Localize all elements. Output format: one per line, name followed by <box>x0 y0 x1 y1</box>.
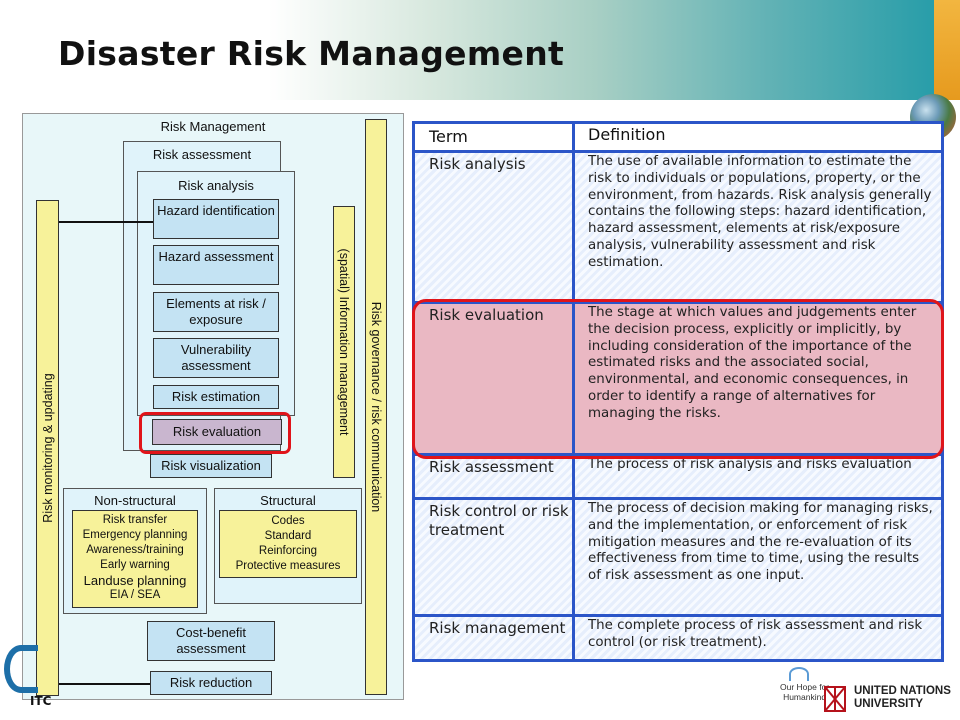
structural-items: Codes Standard Reinforcing Protective me… <box>219 510 357 578</box>
risk-analysis-label: Risk analysis <box>178 178 254 193</box>
non-structural-item: Landuse planning <box>83 573 187 588</box>
definitions-table: Term Definition Risk analysis The use of… <box>412 121 944 662</box>
information-bar: (spatial) Information management <box>333 206 355 478</box>
row-definition: The stage at which values and judgements… <box>588 305 917 421</box>
row-definition: The complete process of risk assessment … <box>588 618 923 650</box>
table-row: Risk evaluation The stage at which value… <box>415 304 941 456</box>
table-row: Risk management The complete process of … <box>415 617 941 659</box>
row-term: Risk evaluation <box>415 304 575 453</box>
header-band <box>0 0 960 100</box>
non-structural-item: Awareness/training <box>86 544 184 556</box>
cost-benefit-box: Cost-benefit assessment <box>147 621 275 661</box>
risk-reduction-box: Risk reduction <box>150 671 272 695</box>
itc-logo-icon <box>4 645 38 693</box>
row-definition: The process of risk analysis and risks e… <box>588 457 912 472</box>
structural-item: Protective measures <box>235 560 341 572</box>
hope-line: Humankind <box>783 692 827 702</box>
structural-item: Codes <box>271 515 305 527</box>
table-header-row: Term Definition <box>415 124 941 153</box>
governance-bar: Risk governance / risk communication <box>365 119 387 695</box>
slide-title: Disaster Risk Management <box>58 34 565 73</box>
risk-management-label: Risk Management <box>160 119 266 134</box>
orange-accent-bar <box>934 0 960 100</box>
risk-visualization-box: Risk visualization <box>150 454 272 478</box>
unu-line: UNIVERSITY <box>854 698 924 710</box>
information-bar-label: (spatial) Information management <box>337 248 351 436</box>
hope-text: Our Hope for Humankind <box>780 682 829 702</box>
risk-evaluation-highlight <box>139 412 291 454</box>
row-definition: The process of decision making for manag… <box>588 501 933 584</box>
non-structural-item: Early warning <box>100 559 170 571</box>
risk-assessment-label: Risk assessment <box>152 147 252 162</box>
header-definition: Definition <box>588 125 666 144</box>
non-structural-item: Emergency planning <box>82 529 188 541</box>
hazard-identification-box: Hazard identification <box>153 199 279 239</box>
unu-logo-icon <box>824 686 846 712</box>
elements-at-risk-box: Elements at risk / exposure <box>153 292 279 332</box>
non-structural-label: Non-structural <box>94 493 176 508</box>
table-row: Risk analysis The use of available infor… <box>415 153 941 304</box>
monitoring-bar: Risk monitoring & updating <box>36 200 59 696</box>
row-term: Risk analysis <box>415 153 575 301</box>
connector-line <box>59 221 153 223</box>
table-row: Risk control or risk treatment The proce… <box>415 500 941 617</box>
connector-line <box>59 683 150 685</box>
header-term: Term <box>415 124 575 150</box>
table-row: Risk assessment The process of risk anal… <box>415 456 941 500</box>
structural-item: Reinforcing <box>258 545 318 557</box>
risk-evaluation-row-highlight <box>412 299 944 459</box>
structural-item: Standard <box>264 530 312 542</box>
itc-logo-text: ITC <box>30 694 52 708</box>
unu-line: UNITED NATIONS <box>854 685 951 697</box>
row-term: Risk management <box>415 617 575 659</box>
un-emblem-icon <box>789 667 809 681</box>
risk-management-diagram: Risk Management Risk assessment Risk ana… <box>22 113 404 700</box>
non-structural-items: Risk transfer Emergency planning Awarene… <box>72 510 198 608</box>
row-term: Risk control or risk treatment <box>415 500 575 614</box>
row-term: Risk assessment <box>415 456 575 497</box>
structural-label: Structural <box>260 493 316 508</box>
risk-estimation-box: Risk estimation <box>153 385 279 409</box>
monitoring-bar-label: Risk monitoring & updating <box>40 373 55 523</box>
non-structural-item: EIA / SEA <box>109 589 161 601</box>
vulnerability-assessment-box: Vulnerability assessment <box>153 338 279 378</box>
risk-evaluation-box: Risk evaluation <box>152 419 282 445</box>
governance-bar-label: Risk governance / risk communication <box>369 301 383 513</box>
unu-text: UNITED NATIONS UNIVERSITY <box>854 685 951 711</box>
hazard-assessment-box: Hazard assessment <box>153 245 279 285</box>
hope-line: Our Hope for <box>780 682 830 692</box>
row-definition: The use of available information to esti… <box>588 154 932 270</box>
non-structural-item: Risk transfer <box>102 514 168 526</box>
